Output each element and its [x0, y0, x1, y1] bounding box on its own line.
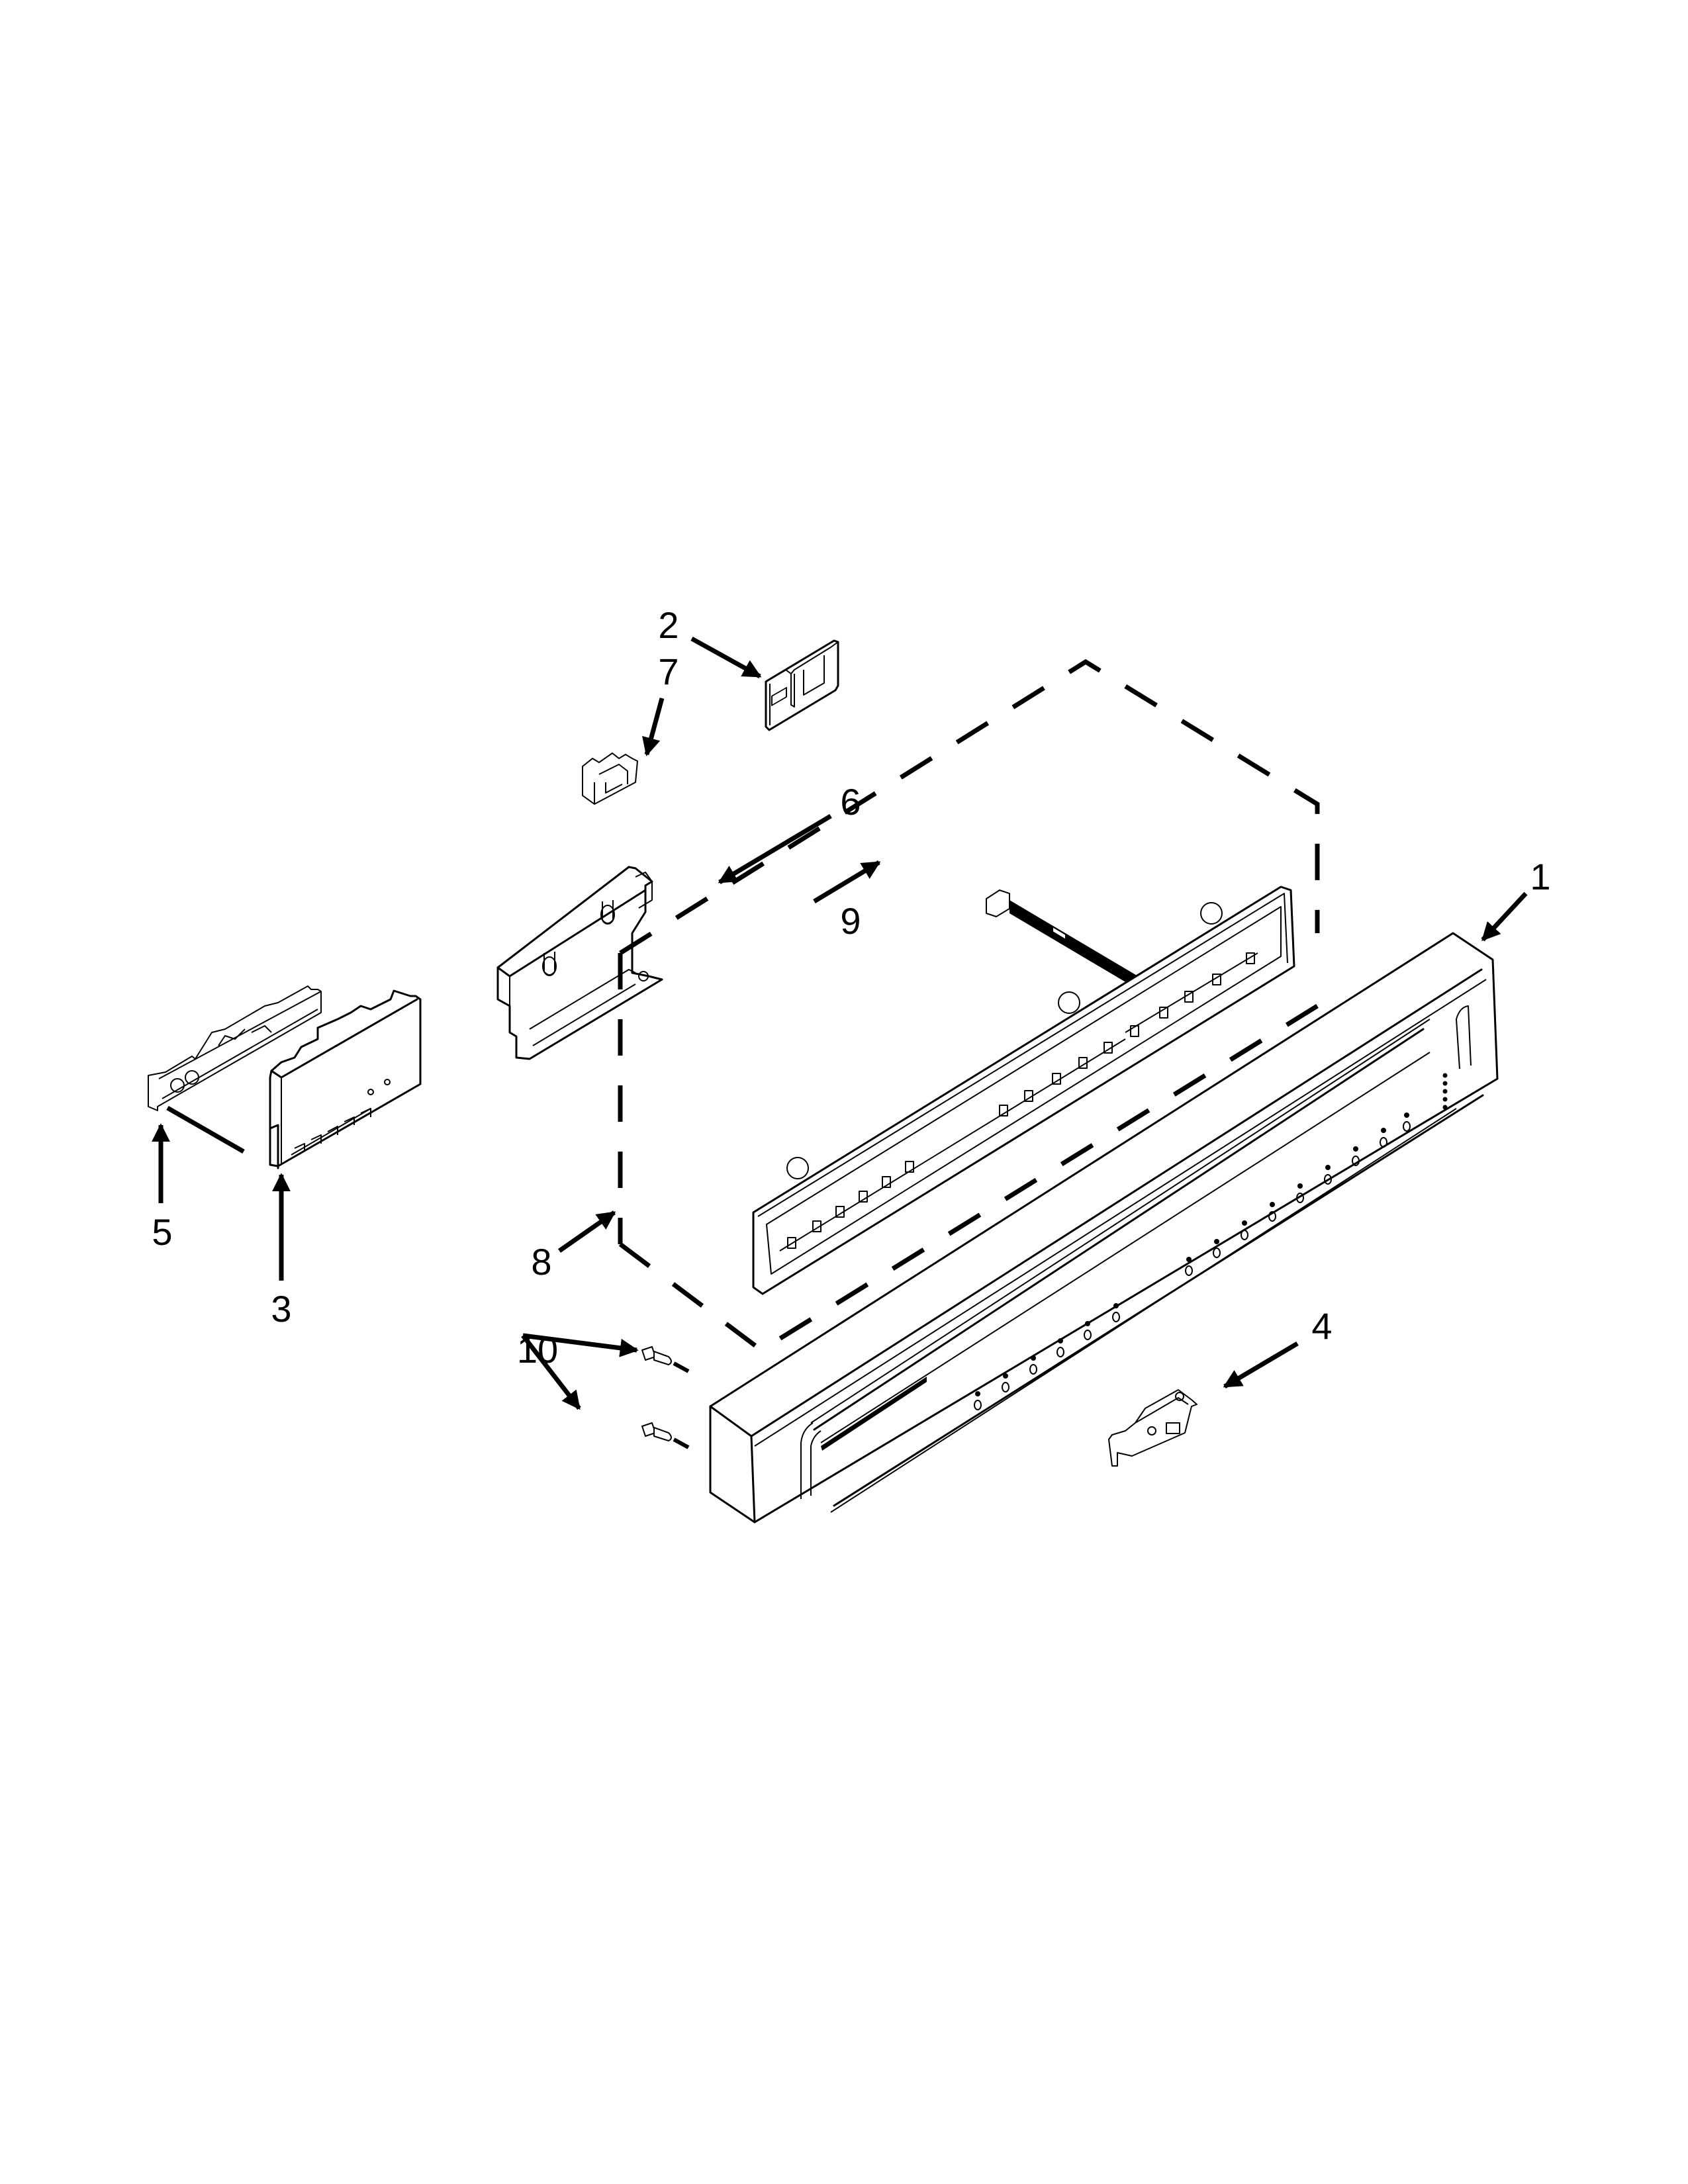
part-8-user-interface-board [752, 886, 1295, 1295]
part-4-door-latch [1108, 1389, 1197, 1467]
callout-9: 9 [840, 900, 861, 942]
ui-board-buttons [787, 952, 1255, 1249]
leader-lines [152, 636, 1528, 1410]
callout-6: 6 [840, 781, 861, 823]
callout-3: 3 [271, 1288, 292, 1330]
callout-5: 5 [152, 1211, 173, 1253]
leader-6 [718, 813, 832, 885]
callout-1: 1 [1530, 856, 1551, 897]
part-10-screws [641, 1346, 690, 1449]
callout-10: 10 [516, 1329, 559, 1371]
callout-4: 4 [1311, 1305, 1333, 1347]
leader-8 [557, 1210, 616, 1253]
part-3-control-board [269, 989, 422, 1169]
leader-2 [690, 636, 762, 679]
part-2-bracket-plate [765, 639, 839, 731]
part-8-dashed-assembly-outline [618, 659, 1320, 1353]
part-7-clip-housing [582, 752, 638, 805]
leader-7 [642, 698, 665, 756]
callout-7: 7 [658, 651, 679, 692]
leader-10-lower [521, 1334, 581, 1410]
leader-1 [1481, 891, 1528, 942]
leader-10-upper [522, 1333, 639, 1357]
part-5-board-bracket [148, 985, 322, 1111]
part-1-console-panel [709, 932, 1499, 1524]
leader-4 [1223, 1341, 1299, 1389]
part-6-console-shield [496, 866, 663, 1060]
console-panel-buttons [974, 1073, 1448, 1410]
callout-2: 2 [658, 604, 679, 646]
screw-upper [641, 1346, 672, 1365]
callout-8: 8 [531, 1241, 552, 1283]
connector-line-5-3 [166, 1105, 245, 1154]
leader-9 [813, 860, 881, 903]
screw-lower [641, 1422, 672, 1441]
